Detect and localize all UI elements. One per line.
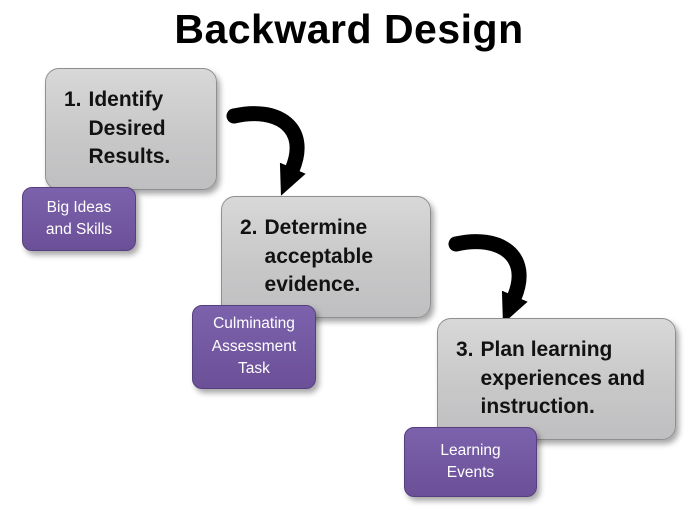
diagram-title: Backward Design (174, 6, 524, 52)
step-2-label: Determine acceptable evidence. (264, 216, 374, 297)
step-2-number: 2. (240, 216, 258, 240)
step-1-number: 1. (64, 88, 82, 112)
step-box-determine-acceptable-evidence: 2. Determine acceptable evidence. (221, 196, 431, 318)
step-1-label: Identify Desired Results. (88, 88, 171, 169)
step-box-identify-desired-results: 1. Identify Desired Results. (45, 68, 217, 190)
step-box-plan-learning-experiences: 3. Plan learning experiences and instruc… (437, 318, 676, 440)
step-2-text: 2. Determine acceptable evidence. (240, 214, 420, 299)
step-3-number: 3. (456, 338, 474, 362)
tag-big-ideas-and-skills: Big Ideas and Skills (22, 187, 136, 251)
curved-arrow-icon (448, 234, 528, 324)
tag-culminating-assessment-task: Culminating Assessment Task (192, 305, 316, 389)
step-3-text: 3. Plan learning experiences and instruc… (456, 336, 665, 421)
step-3-label: Plan learning experiences and instructio… (480, 338, 646, 419)
curved-arrow-icon (226, 106, 306, 196)
step-1-text: 1. Identify Desired Results. (64, 86, 206, 171)
tag-learning-events: Learning Events (404, 427, 537, 497)
